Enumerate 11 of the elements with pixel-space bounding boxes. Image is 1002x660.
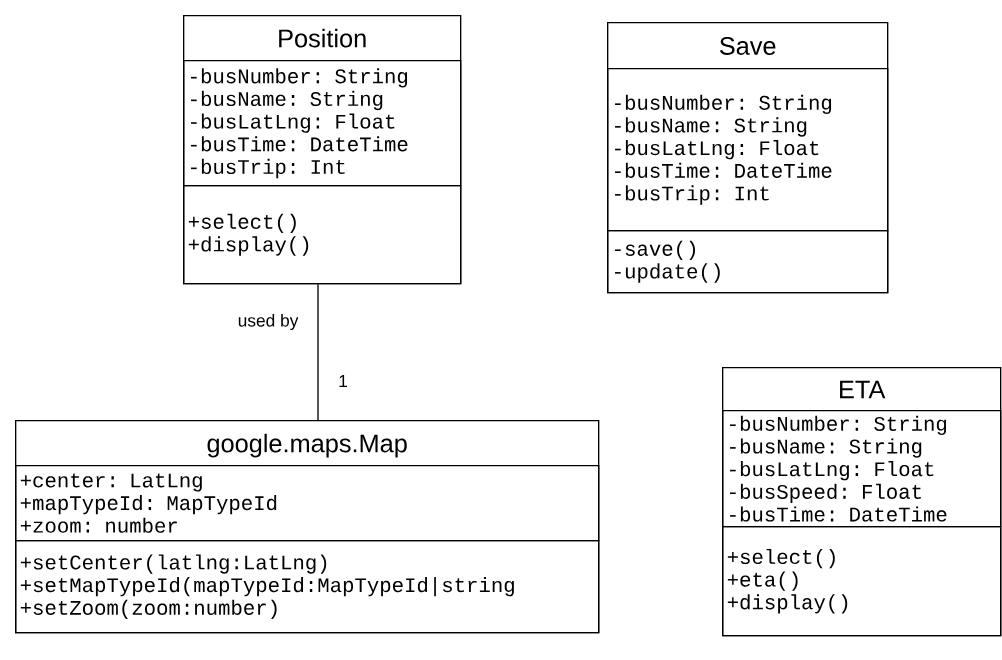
attribute-compartment: -busNumber: String -busName: String -busLatLng: Float -busTime: DateTime -busTrip: Int (607, 68, 889, 232)
edge-label: used by (236, 312, 300, 332)
attribute-compartment: +center: LatLng +mapTypeId: MapTypeId +zoom: number (15, 465, 600, 542)
operation-compartment: +setCenter(latlng:LatLng) +setMapTypeId(mapTypeId:MapTypeId|string +setZoom(zoom:number) (15, 540, 600, 634)
multiplicity-label: 1 (339, 375, 347, 387)
operation-compartment: -save() -update() (607, 230, 889, 294)
attribute-compartment: -busNumber: String -busName: String -busLatLng: Float -busSpeed: Float -busTime: DateTime (722, 410, 1002, 528)
attribute-compartment: -busNumber: String -busName: String -busLatLng: Float -busTime: DateTime -busTrip: Int (183, 60, 462, 187)
association-line (317, 283, 319, 421)
operation-compartment: +select() +display() (183, 185, 462, 285)
operation-compartment: +select() +eta() +display() (722, 526, 1002, 637)
